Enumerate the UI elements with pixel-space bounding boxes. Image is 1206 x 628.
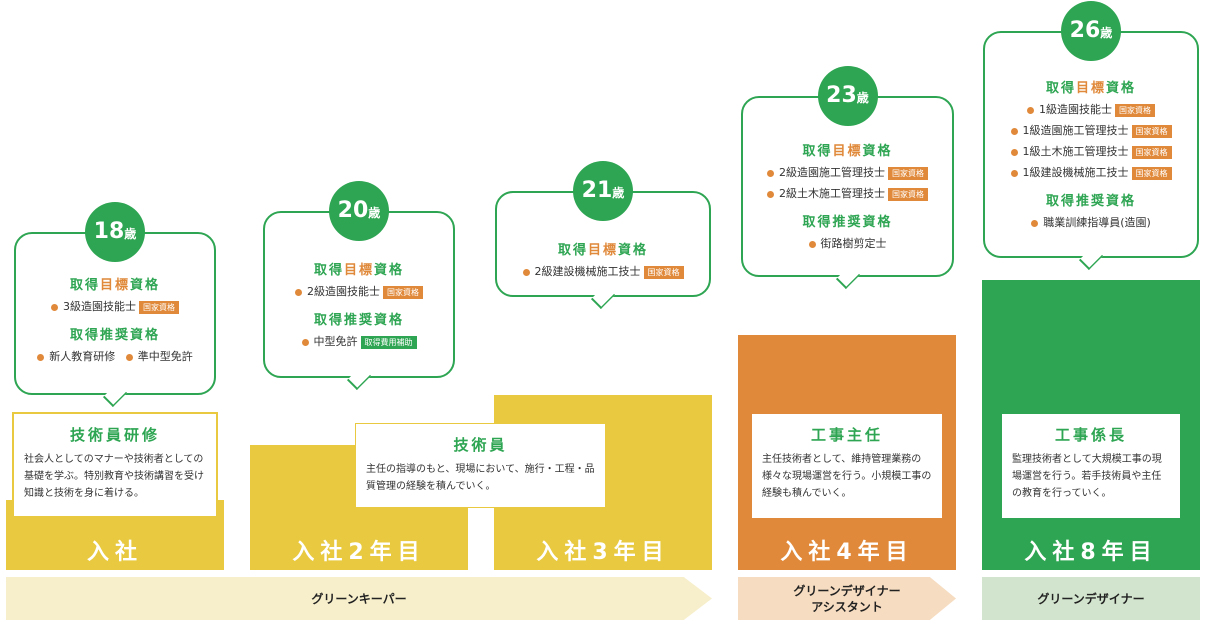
qualification-item: 2級造園施工管理技士国家資格 [743,164,952,180]
target-heading: 取得目標資格 [1045,81,1137,96]
target-heading: 取得目標資格 [802,144,893,159]
role-title: 技術員 [453,436,508,454]
qualification-item: 職業訓練指導員(造園) [985,214,1197,230]
year-label: 入社8年目 [1024,540,1158,565]
qualification-item: 3級造園技能士国家資格 [16,298,214,314]
career-band-designer: グリーンデザイナー [982,577,1200,620]
recommended-heading: 取得推奨資格 [802,215,893,230]
role-desc: 社会人としてのマナーや技術者としての基礎を学ぶ。特別教育や技術講習を受け知識と技… [24,454,204,499]
qualification-item: 1級造園施工管理技士国家資格 [985,122,1197,138]
qualification-item: 2級建設機械施工技士国家資格 [497,263,709,279]
age-badge: 23歳 [817,66,878,126]
age-bubble-18: 18歳 取得目標資格 3級造園技能士国家資格 取得推奨資格 新人教育研修 準中型… [14,202,216,408]
age-badge: 20歳 [329,181,389,241]
role-title: 技術員研修 [69,426,160,444]
role-desc: 主任技術者として、維持管理業務の様々な現場運営を行う。小規模工事の経験も積んでい… [762,454,932,499]
age-bubble-21: 21歳 取得目標資格 2級建設機械施工技士国家資格 [495,161,711,310]
qualification-item: 1級造園技能士国家資格 [985,101,1197,117]
role-card: 工事係長 監理技術者として大規模工事の現場運営を行う。若手技術員や主任の教育を行… [1002,414,1180,518]
year-label: 入社3年目 [536,540,670,565]
role-desc: 主任の指導のもと、現場において、施行・工程・品質管理の経験を積んでいく。 [366,464,595,492]
role-desc: 監理技術者として大規模工事の現場運営を行う。若手技術員や主任の教育を行っていく。 [1012,454,1162,499]
age-bubble-26: 26歳 取得目標資格 1級造園技能士国家資格 1級造園施工管理技士国家資格 1級… [983,1,1199,271]
year-label: 入社2年目 [292,540,426,565]
year-label: 入社4年目 [780,540,914,565]
recommended-heading: 取得推奨資格 [69,328,160,343]
role-title: 工事主任 [810,426,883,444]
qualification-item: 新人教育研修 準中型免許 [16,348,214,364]
age-bubble-20: 20歳 取得目標資格 2級造園技能士国家資格 取得推奨資格 中型免許取得費用補助 [263,181,455,391]
role-card: 技術員 主任の指導のもと、現場において、施行・工程・品質管理の経験を積んでいく。 [355,423,606,508]
role-card: 技術員研修 社会人としてのマナーや技術者としての基礎を学ぶ。特別教育や技術講習を… [12,412,218,518]
role-title: 工事係長 [1054,426,1127,444]
qualification-item: 1級建設機械施工技士国家資格 [985,164,1197,180]
career-band-greenkeeper: グリーンキーパー [6,577,712,620]
target-heading: 取得目標資格 [313,263,405,278]
age-badge: 18歳 [85,202,145,262]
qualification-item: 街路樹剪定士 [743,235,952,251]
target-heading: 取得目標資格 [69,278,161,293]
qualification-item: 2級土木施工管理技士国家資格 [743,185,952,201]
year-label: 入社 [86,540,143,565]
qualification-item: 2級造園技能士国家資格 [265,283,453,299]
age-badge: 26歳 [1061,1,1121,61]
age-badge: 21歳 [573,161,633,221]
qualification-item: 中型免許取得費用補助 [265,333,453,349]
recommended-heading: 取得推奨資格 [1045,194,1136,209]
qualification-item: 1級土木施工管理技士国家資格 [985,143,1197,159]
target-heading: 取得目標資格 [557,243,649,258]
career-band-designer-assistant: グリーンデザイナー アシスタント [738,577,956,620]
role-card: 工事主任 主任技術者として、維持管理業務の様々な現場運営を行う。小規模工事の経験… [752,414,942,518]
recommended-heading: 取得推奨資格 [313,313,404,328]
age-bubble-23: 23歳 取得目標資格 2級造園施工管理技士国家資格 2級土木施工管理技士国家資格… [741,66,954,290]
